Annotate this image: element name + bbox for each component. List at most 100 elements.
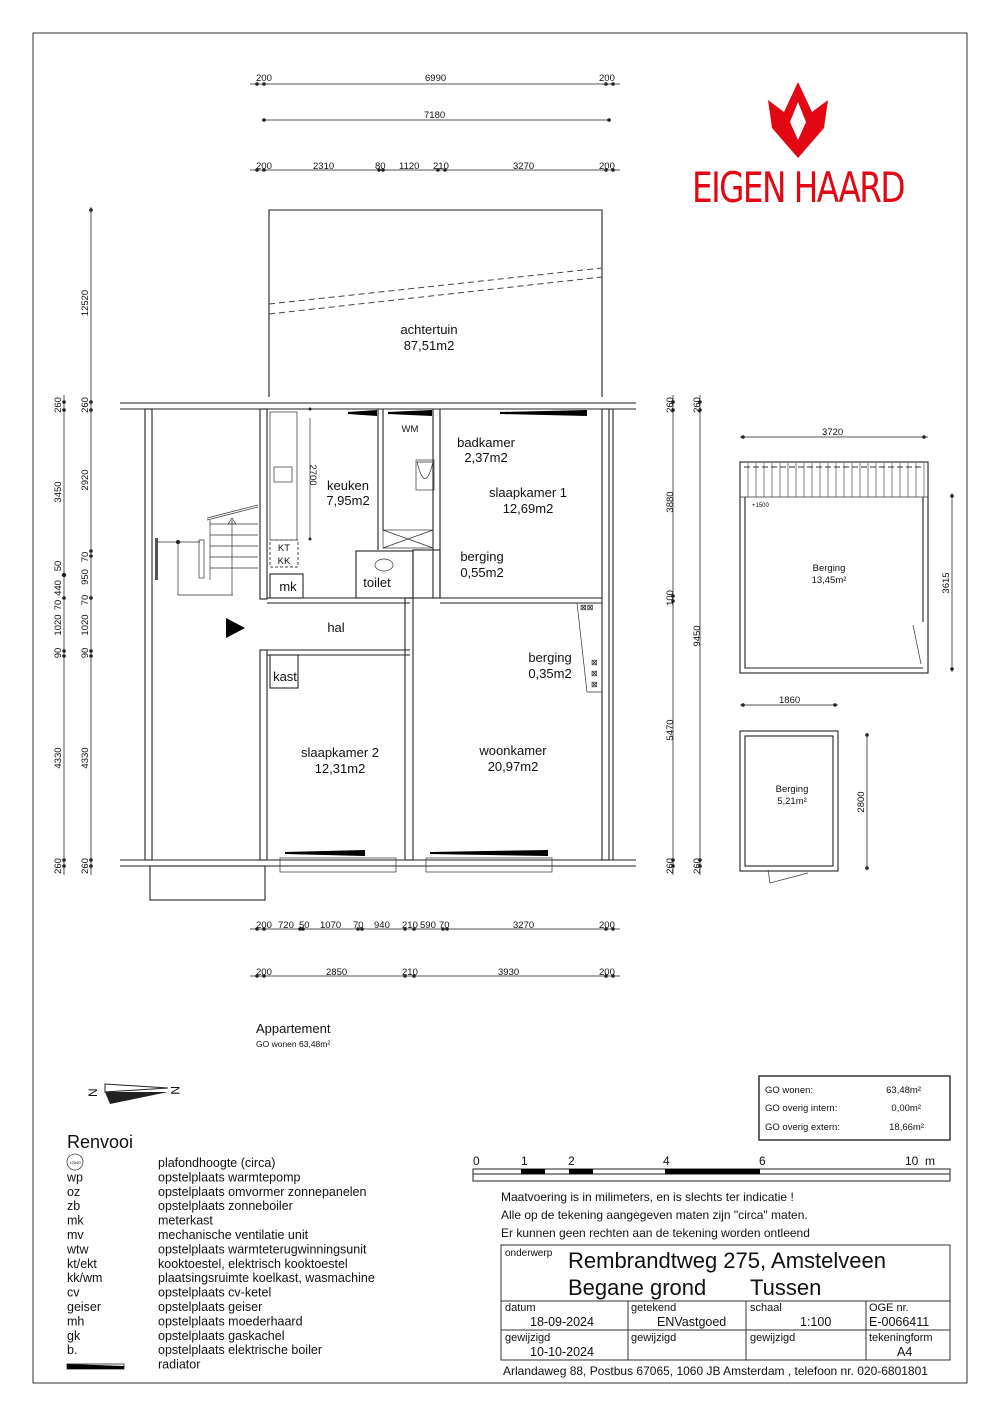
- legend-code: kt/ekt: [67, 1257, 97, 1271]
- entrance-arrow-icon: [226, 618, 245, 638]
- dim-label: 2850: [326, 967, 347, 978]
- wm-label: WM: [402, 424, 419, 435]
- legend-code: mv: [67, 1228, 84, 1242]
- dim-label: 260: [692, 858, 703, 874]
- legend-code: wtw: [66, 1242, 90, 1256]
- dim-label: 70: [353, 920, 364, 931]
- dim-label: 200: [599, 161, 615, 172]
- legend-description: mechanische ventilatie unit: [158, 1228, 309, 1242]
- ceiling-symbol-text: ±2540: [69, 1160, 81, 1165]
- dim-label: 50: [53, 561, 64, 572]
- dim-label: 260: [692, 397, 703, 413]
- position-title: Tussen: [750, 1275, 821, 1300]
- dim-label: 90: [80, 648, 91, 659]
- eigen-haard-logo: EIGEN HAARD: [692, 82, 906, 212]
- datum-value: 18-09-2024: [530, 1315, 594, 1329]
- room-name: woonkamer: [478, 743, 547, 758]
- scale-label: 10 m: [905, 1154, 935, 1168]
- go-value: 63,48m²: [886, 1085, 921, 1096]
- legend-code: kk/wm: [67, 1271, 102, 1285]
- note-line: Maatvoering is in milimeters, en is slec…: [501, 1190, 794, 1204]
- room-name: berging: [528, 650, 571, 665]
- field-label: getekend: [631, 1302, 676, 1314]
- dim-label: 260: [665, 858, 676, 874]
- apartment-subtitle: GO wonen 63,48m²: [256, 1039, 330, 1049]
- storage-name: Berging: [776, 784, 809, 795]
- dim-label: 440: [53, 580, 64, 596]
- dim-label: 260: [53, 397, 64, 413]
- dim-label: 7180: [424, 110, 445, 121]
- svg-text:⊠: ⊠: [591, 669, 598, 678]
- legend-code: oz: [67, 1185, 80, 1199]
- dim-label: 2800: [856, 791, 867, 812]
- storage-small: 1860 2800 Berging 5,21m²: [739, 695, 869, 884]
- room-area: 7,95m2: [326, 493, 369, 508]
- dim-label: 2920: [80, 469, 91, 490]
- dim-label: 3930: [498, 967, 519, 978]
- ceiling-height-icon: [66, 1153, 84, 1171]
- room-area: 12,31m2: [315, 761, 366, 776]
- svg-text:⊠⊠: ⊠⊠: [580, 603, 593, 612]
- legend-description: opstelplaats omvormer zonnepanelen: [158, 1185, 367, 1199]
- field-label: gewijzigd: [631, 1332, 676, 1344]
- dim-label: 3615: [941, 572, 952, 593]
- dim-label: 70: [439, 920, 450, 931]
- page-border: [32, 32, 968, 1384]
- legend-description: opstelplaats elektrische boiler: [158, 1343, 322, 1357]
- legend-description: meterkast: [158, 1214, 213, 1228]
- legend-code: zb: [67, 1199, 80, 1213]
- legend-description: opstelplaats zonneboiler: [158, 1199, 293, 1213]
- scale-label: 2: [568, 1154, 575, 1168]
- legend-description: opstelplaats warmtepomp: [158, 1170, 300, 1184]
- dim-label: 70: [80, 595, 91, 606]
- dim-label: 260: [80, 858, 91, 874]
- dim-label: 4330: [80, 747, 91, 768]
- title-block: onderwerp Rembrandtweg 275, Amstelveen B…: [500, 1244, 951, 1378]
- field-label: tekeningform: [869, 1332, 933, 1344]
- dim-label: 200: [599, 967, 615, 978]
- room-area: 0,55m2: [460, 565, 503, 580]
- dim-label: 90: [53, 648, 64, 659]
- bottom-dimensions: 200 720 50 1070 70 940 210 590 70 3270 2…: [250, 920, 620, 978]
- storage-large: 3720 +1500 3615 Berging 13,45m²: [739, 427, 954, 674]
- compass-label: N: [86, 1088, 100, 1097]
- room-name: mk: [279, 579, 297, 594]
- dim-label: 200: [256, 967, 272, 978]
- gewijzigd-value: 10-10-2024: [530, 1345, 594, 1359]
- storage-area: 5,21m²: [777, 796, 807, 807]
- apartment-plan: ⊠⊠⊠⊠⊠ WM KT KK 2700 keuken 7,95m2 badkam…: [120, 402, 636, 901]
- note-line: Er kunnen geen rechten aan de tekening w…: [501, 1226, 810, 1240]
- dim-label: 1120: [399, 161, 419, 172]
- svg-text:⊠: ⊠: [591, 658, 598, 667]
- dim-label: 3880: [665, 491, 676, 512]
- dim-label: 2700: [307, 464, 318, 485]
- go-value: 0,00m²: [891, 1103, 921, 1114]
- top-dimensions: 200 6990 200 7180 200 2310 80 1120 210 3…: [250, 73, 620, 172]
- dim-label: 2310: [313, 161, 334, 172]
- dim-label: 720: [278, 920, 294, 931]
- schaal-value: 1:100: [800, 1315, 831, 1329]
- dim-label: 260: [53, 858, 64, 874]
- north-arrow-icon: N N: [86, 1083, 182, 1104]
- dim-label: 260: [80, 397, 91, 413]
- scale-label: 6: [759, 1154, 766, 1168]
- kt-label: KT: [278, 543, 290, 554]
- room-area: 20,97m2: [488, 759, 539, 774]
- dim-label: 200: [599, 73, 615, 84]
- address-title: Rembrandtweg 275, Amstelveen: [568, 1248, 886, 1273]
- dim-label: 940: [374, 920, 390, 931]
- dim-label: 1020: [80, 614, 91, 635]
- right-dimensions: 260 3880 100 5470 260 260 9450 260: [665, 395, 703, 875]
- room-area: 0,35m2: [528, 666, 571, 681]
- field-label: gewijzigd: [505, 1332, 550, 1344]
- dim-label: 5470: [665, 719, 676, 740]
- room-name: kast: [273, 669, 297, 684]
- room-area: 12,69m2: [503, 501, 554, 516]
- dim-label: 4330: [53, 747, 64, 768]
- field-label: schaal: [750, 1302, 782, 1314]
- go-label: GO wonen:: [765, 1085, 813, 1096]
- dim-label: 210: [402, 967, 418, 978]
- apartment-title: Appartement: [256, 1021, 331, 1036]
- dim-label: 3450: [53, 481, 64, 502]
- field-label: gewijzigd: [750, 1332, 795, 1344]
